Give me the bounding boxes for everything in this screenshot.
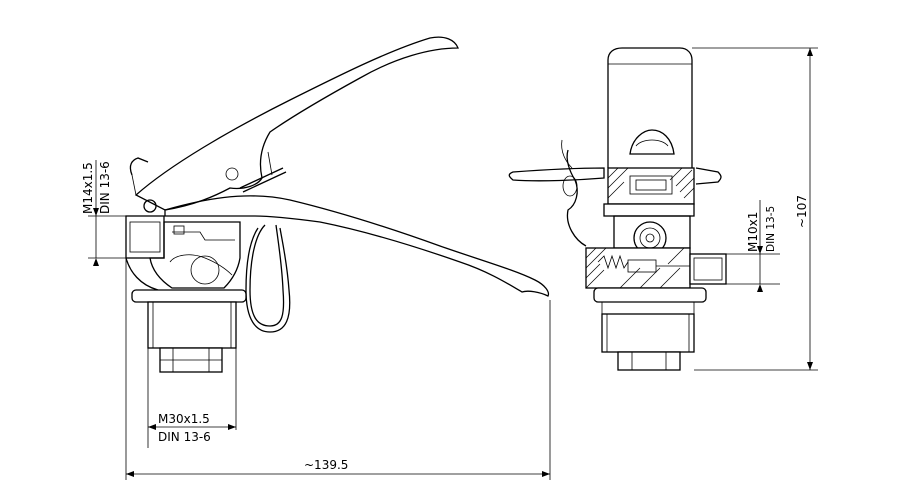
dim-overall-length: ~139.5	[125, 258, 551, 480]
dim-bottom-thread: M30x1.5 DIN 13-6	[147, 348, 237, 448]
valve-body	[149, 221, 241, 289]
front-thread-label: M10x1	[746, 212, 760, 252]
upper-lever	[134, 36, 459, 211]
head-hatch	[607, 167, 695, 199]
front-lever	[607, 47, 693, 168]
side-thread-std-label: DIN 13-6	[98, 161, 112, 214]
lever-pin-upper	[225, 167, 239, 181]
front-view: M10x1 DIN 13-5 ~107	[508, 47, 818, 371]
lower-lever	[164, 195, 550, 297]
height-dim-label: ~107	[795, 195, 809, 228]
bottom-thread-std-label: DIN 13-6	[158, 430, 211, 444]
valve-cap-band	[603, 203, 695, 217]
indicator-dome	[629, 129, 675, 155]
front-flange	[593, 287, 707, 303]
side-view: M14x1.5 DIN 13-6 M30x1.5 DIN 13-6 ~139.5	[81, 36, 551, 480]
front-siphon-hex	[617, 351, 681, 371]
bottom-thread-label: M30x1.5	[158, 412, 210, 426]
safety-pin	[239, 151, 291, 333]
dim-front-thread: M10x1 DIN 13-5	[726, 200, 780, 292]
valve-head	[607, 167, 695, 205]
front-outlet-nut	[689, 253, 727, 285]
dim-overall-height: ~107	[692, 47, 818, 371]
outlet-section	[585, 247, 691, 289]
dim-side-thread: M14x1.5 DIN 13-6	[81, 160, 126, 266]
front-body	[613, 215, 691, 249]
lever-pivot	[143, 199, 157, 213]
front-seal-wire	[566, 149, 587, 247]
valve-spring	[597, 254, 629, 270]
outlet-hatch	[585, 247, 685, 289]
front-neck	[601, 313, 695, 353]
outlet-nut	[125, 215, 165, 259]
valve-neck	[147, 301, 237, 349]
front-thread-std-label: DIN 13-5	[765, 206, 777, 252]
side-thread-label: M14x1.5	[81, 162, 95, 214]
valve-flange	[131, 289, 247, 303]
length-dim-label: ~139.5	[304, 458, 348, 472]
